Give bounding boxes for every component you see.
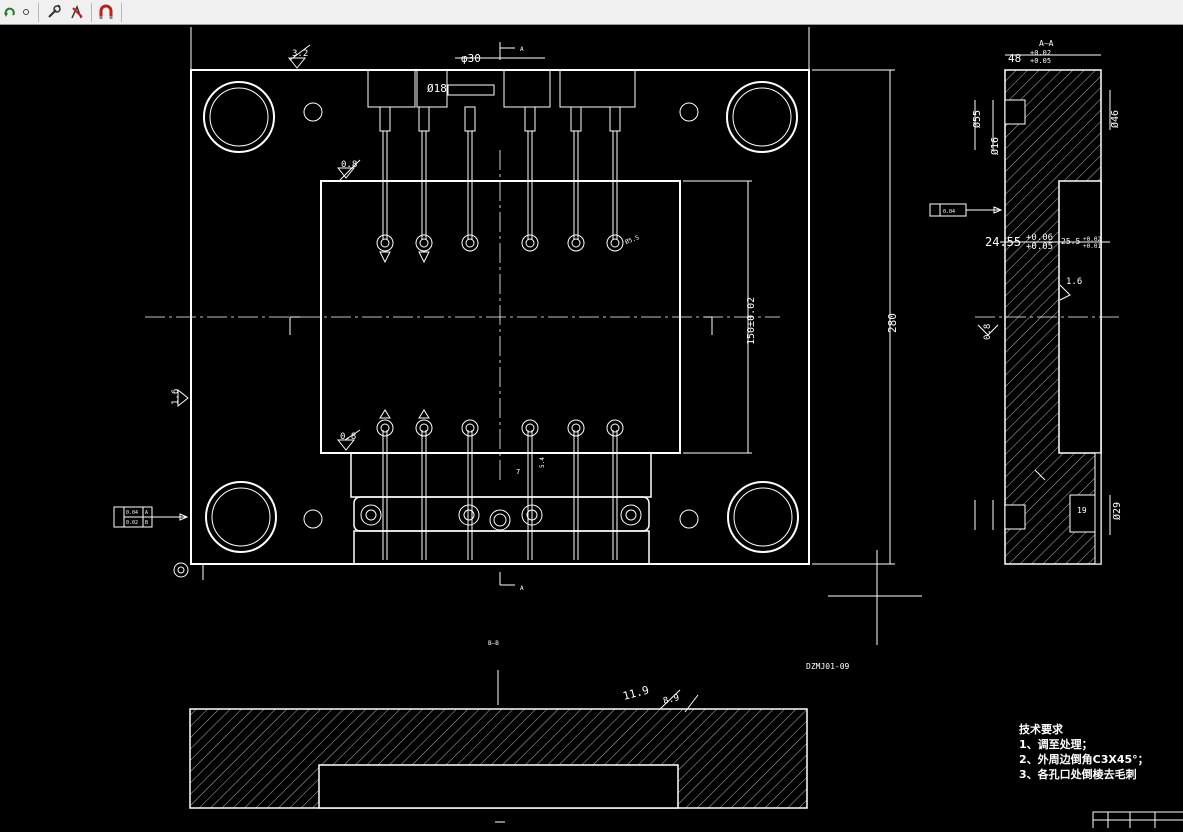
dim-16: Ø16 bbox=[989, 137, 1001, 155]
notes-title: 技术要求 bbox=[1019, 723, 1063, 736]
technical-requirements: 技术要求 1、调至处理； 2、外周边倒角C3X45°； 3、各孔口处倒棱去毛刺 bbox=[1019, 722, 1149, 782]
svg-text:0.04: 0.04 bbox=[126, 510, 138, 516]
dim-48: 48 bbox=[1008, 52, 1021, 65]
dim-5-4: 5.4 bbox=[539, 457, 546, 468]
svg-text:+0.05: +0.05 bbox=[1026, 242, 1053, 252]
roughness-0-8-side: 0.8 bbox=[983, 324, 993, 340]
svg-text:+0.06: +0.06 bbox=[1026, 233, 1053, 243]
small-circle-icon[interactable] bbox=[16, 2, 36, 22]
cavity-holes bbox=[376, 234, 624, 437]
dim-280: 280 bbox=[886, 313, 899, 333]
no-select-icon[interactable] bbox=[67, 2, 87, 22]
runner-block bbox=[350, 452, 652, 565]
roughness-0-8-bottom: 0.8 bbox=[340, 432, 356, 442]
note-1: 1、调至处理； bbox=[1019, 738, 1093, 751]
guide-bushings bbox=[203, 81, 799, 553]
dim-30: φ30 bbox=[461, 52, 481, 65]
note-3: 3、各孔口处倒棱去毛刺 bbox=[1019, 768, 1137, 781]
roughness-3-2: 3.2 bbox=[292, 49, 308, 59]
dim-11-9: 11.9 bbox=[621, 683, 650, 702]
svg-text:A: A bbox=[145, 510, 148, 516]
tolerance-flag-side: 0.04 bbox=[943, 209, 955, 215]
curve-arrow-icon[interactable] bbox=[0, 2, 20, 22]
plan-view: φ30 Ø18 3.2 0.8 0.8 1.6 A A 280 150±0.02… bbox=[113, 27, 922, 645]
roughness-1-6-left: 1.6 bbox=[171, 389, 181, 405]
dim-18: Ø18 bbox=[427, 82, 447, 95]
dim-8-9: 8.9 bbox=[662, 693, 680, 707]
dim-150: 150±0.02 bbox=[746, 297, 757, 345]
drawing-canvas[interactable]: φ30 Ø18 3.2 0.8 0.8 1.6 A A 280 150±0.02… bbox=[0, 26, 1183, 832]
bottom-section-view: B—B 11.9 8.9 bbox=[189, 640, 808, 823]
tolerance-frame-left: 0.04 A 0.02 B bbox=[113, 506, 204, 580]
wrench-icon[interactable] bbox=[44, 2, 64, 22]
hole-callout: Ø5.5 bbox=[624, 234, 640, 246]
side-section-view: A—A 48 +0.02 +0.05 Ø55 Ø16 Ø46 0.04 24.5… bbox=[929, 39, 1123, 565]
channels bbox=[379, 106, 621, 560]
dim-19: 19 bbox=[1077, 506, 1087, 515]
cad-toolbar bbox=[0, 0, 1183, 25]
dim-25-5: 25.5 bbox=[1061, 237, 1080, 246]
roughness-0-8-top: 0.8 bbox=[341, 160, 357, 170]
drawing-number: DZMJ01-09 bbox=[806, 662, 850, 671]
svg-text:B: B bbox=[145, 520, 148, 526]
section-title-aa: A—A bbox=[1039, 39, 1054, 48]
dim-46: Ø46 bbox=[1109, 110, 1121, 128]
section-title-bb: B—B bbox=[488, 640, 499, 647]
svg-text:+0.01: +0.01 bbox=[1083, 243, 1101, 250]
screw-holes bbox=[303, 102, 699, 529]
section-mark-a-bottom: A bbox=[520, 585, 524, 592]
dim-55: Ø55 bbox=[971, 110, 983, 128]
magnet-icon[interactable] bbox=[96, 2, 116, 22]
dimensions-plan bbox=[289, 44, 922, 645]
dim-29: Ø29 bbox=[1111, 502, 1123, 520]
top-connectors bbox=[367, 69, 636, 108]
svg-text:+0.02: +0.02 bbox=[1083, 236, 1101, 243]
svg-text:0.02: 0.02 bbox=[126, 520, 138, 526]
roughness-1-6-side: 1.6 bbox=[1066, 277, 1082, 287]
section-mark-a-top: A bbox=[520, 46, 524, 53]
svg-text:+0.02: +0.02 bbox=[1030, 49, 1051, 57]
svg-text:+0.05: +0.05 bbox=[1030, 57, 1051, 65]
center-lines bbox=[145, 150, 780, 480]
note-2: 2、外周边倒角C3X45°； bbox=[1019, 753, 1149, 766]
dim-24-55: 24.55 bbox=[985, 235, 1021, 249]
title-block-corner bbox=[1092, 811, 1183, 832]
dim-7: 7 bbox=[516, 468, 520, 476]
